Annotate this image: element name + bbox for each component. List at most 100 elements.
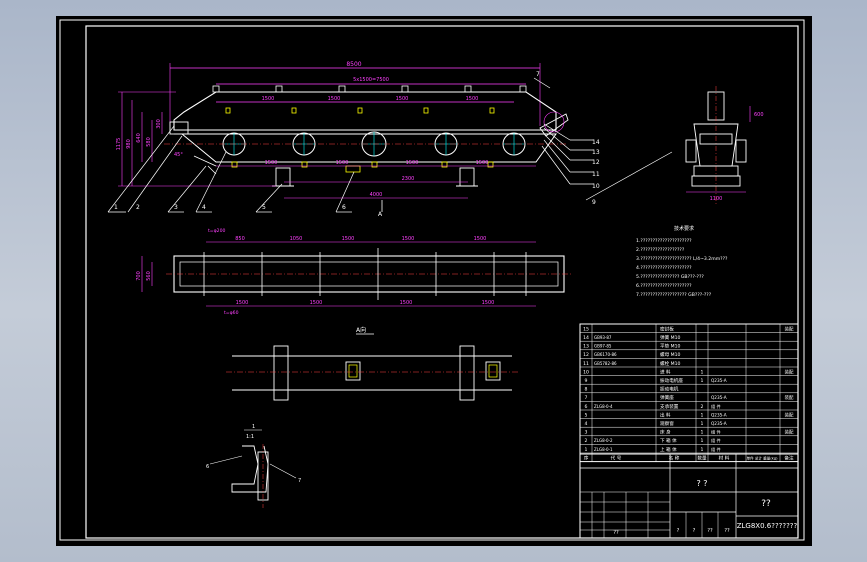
part-no: 4 [585, 421, 588, 427]
callout-4: 4 [202, 204, 206, 211]
callout-5: 5 [262, 204, 266, 211]
dim-spacing: 5x1500=7500 [353, 77, 389, 83]
detail-label: 1 [252, 424, 255, 430]
part-name: 弹簧 M10 [660, 334, 681, 341]
view-a-label: A [378, 211, 383, 218]
part-code: GB5782-86 [594, 361, 617, 366]
plan-dim-top-2: 1050 [290, 236, 303, 242]
part-name: 观察窗 [660, 420, 674, 427]
dim-pitch-1: 1500 [262, 96, 275, 102]
callout-7: 7 [536, 71, 540, 78]
plan-dim-bottom-4: 1500 [482, 300, 495, 306]
outer-frame [59, 19, 805, 541]
part-qty: 1 [701, 369, 704, 375]
title-block-q2: ?? [761, 499, 771, 509]
part-qty: 1 [701, 447, 704, 453]
part-name: 螺栓 M10 [660, 360, 681, 367]
callout-13: 13 [592, 149, 600, 156]
title-block-mark: ? [677, 528, 680, 534]
part-material: Q235-A [711, 395, 727, 400]
part-code: ZLG8-0-1 [594, 447, 613, 452]
part-no: 15 [583, 326, 589, 332]
callout-2: 2 [136, 204, 140, 211]
part-no: 5 [585, 412, 588, 418]
part-qty: 2 [701, 404, 704, 410]
detail-1: 1 1:1 6 7 [206, 424, 301, 508]
callout-3: 3 [174, 204, 178, 211]
plan-dim-bottom-1: 1500 [236, 300, 249, 306]
part-name: 出 料 [660, 411, 671, 418]
dim-side-w: 1100 [710, 196, 723, 202]
tech-req-line: 6.????????????????????? [636, 283, 692, 289]
callout-14: 14 [592, 139, 600, 146]
part-note: 装配 [785, 394, 794, 401]
plan-dim-top-4: 1500 [402, 236, 415, 242]
plan-dim-top-1: 850 [235, 236, 245, 242]
detail-callout-7: 7 [298, 478, 301, 484]
detail-callout-6: 6 [206, 464, 209, 470]
parts-header-cell: 备注 [784, 454, 794, 461]
plan-dim-bottom-3: 1500 [400, 300, 413, 306]
callout-1: 1 [114, 204, 118, 211]
part-material: Q235-A [711, 378, 727, 383]
part-name: 进 料 [660, 368, 671, 375]
part-no: 1 [585, 447, 588, 453]
part-code: GB97-85 [594, 344, 612, 349]
title-block-q1: ? ? [696, 479, 707, 488]
part-material: 组 件 [711, 429, 721, 436]
plan-view: 850 1050 1500 1500 1500 1500 1500 1500 1… [136, 228, 572, 316]
part-material: 组 件 [711, 446, 721, 453]
inner-frame [85, 25, 799, 539]
part-note: 装配 [785, 325, 794, 332]
tech-req-line: 5.???????????????? GB???-??? [636, 274, 704, 280]
view-a: A向 [226, 326, 518, 401]
part-no: 3 [585, 430, 588, 436]
tech-req-title: 技术要求 [674, 225, 694, 232]
parts-header-cell: 序 [584, 454, 589, 461]
detail-scale: 1:1 [246, 434, 254, 440]
part-note: 装配 [785, 411, 794, 418]
dim-pitch-4: 1500 [466, 96, 479, 102]
parts-header-cell: 代 号 [611, 454, 622, 461]
main-elevation: 8500 5x1500=7500 1500 1500 1500 1500 [107, 61, 673, 218]
part-qty: 1 [701, 438, 704, 444]
tech-req-line: 1.????????????????????? [636, 238, 692, 244]
dim-left-h5: 300 [156, 119, 162, 129]
dim-pitch-2: 1500 [328, 96, 341, 102]
part-no: 10 [583, 369, 589, 375]
part-no: 12 [583, 352, 589, 358]
dim-pitch-3: 1500 [396, 96, 409, 102]
part-name: 支承装置 [660, 403, 679, 410]
part-code: ZLG8-0-4 [594, 404, 613, 409]
part-note: 装配 [785, 429, 794, 436]
part-name: 振动电机座 [660, 377, 683, 384]
part-name: 床 身 [660, 429, 671, 436]
callout-9: 9 [592, 199, 596, 206]
part-no: 13 [583, 344, 589, 350]
title-block-mark: ?? [707, 528, 713, 534]
plan-dim-top-3: 1500 [342, 236, 355, 242]
plan-tag-top: t=φ200 [208, 228, 226, 234]
part-qty: 1 [701, 430, 704, 436]
plan-dim-bottom-2: 1500 [310, 300, 323, 306]
part-name: 平垫 M10 [660, 343, 681, 350]
part-note: 装配 [785, 368, 794, 375]
dim-left-h: 1175 [116, 138, 122, 151]
part-material: 组 件 [711, 403, 721, 410]
dim-left-h4: 580 [146, 137, 152, 147]
part-name: 下 箱 体 [660, 437, 677, 444]
dim-support-a: 2300 [402, 176, 415, 182]
part-no: 2 [585, 438, 588, 444]
part-no: 6 [585, 404, 588, 410]
callout-10: 10 [592, 183, 600, 190]
part-name: 密封板 [660, 325, 674, 332]
part-no: 11 [583, 361, 589, 367]
part-name: 振动电机 [660, 386, 679, 393]
part-material: Q235-A [711, 412, 727, 417]
cad-drawing: 8500 5x1500=7500 1500 1500 1500 1500 [59, 19, 805, 541]
plan-dim-left: 700 [136, 271, 142, 281]
parts-header-cell: 数量 [697, 454, 707, 461]
part-name: 弹簧座 [660, 394, 674, 401]
part-qty: 1 [701, 378, 704, 384]
dim-bottom-1: 1500 [265, 160, 278, 166]
